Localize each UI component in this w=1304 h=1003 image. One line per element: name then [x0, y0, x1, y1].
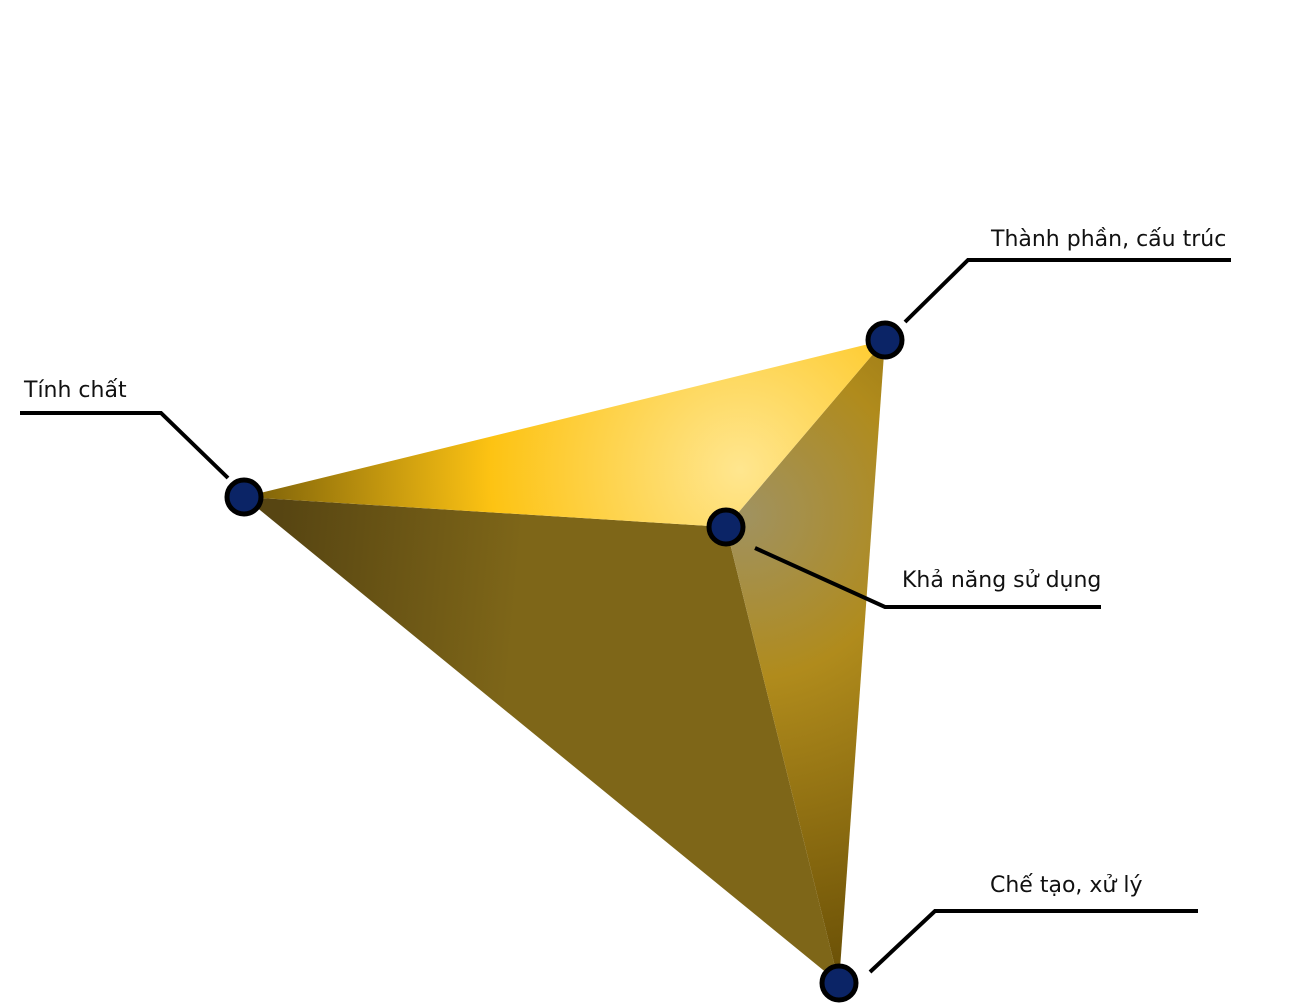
vertex-node-composition [865, 320, 905, 360]
leader-line-processing [868, 909, 1198, 974]
leader-line-performance [754, 546, 1101, 609]
label-processing: Chế tạo, xử lý [990, 873, 1142, 898]
label-composition: Thành phần, cấu trúc [990, 227, 1226, 252]
tetrahedron-right-face [726, 340, 885, 983]
leader-line-properties [20, 411, 230, 480]
vertex-node-processing [819, 963, 859, 1003]
label-properties: Tính chất [23, 378, 127, 403]
leader-line-composition [903, 258, 1231, 324]
tetrahedron-front-face [244, 497, 839, 983]
vertex-node-performance [706, 507, 746, 547]
label-performance: Khả năng sử dụng [902, 568, 1101, 593]
tetrahedron-top-face [244, 340, 885, 527]
vertex-node-properties [224, 477, 264, 517]
